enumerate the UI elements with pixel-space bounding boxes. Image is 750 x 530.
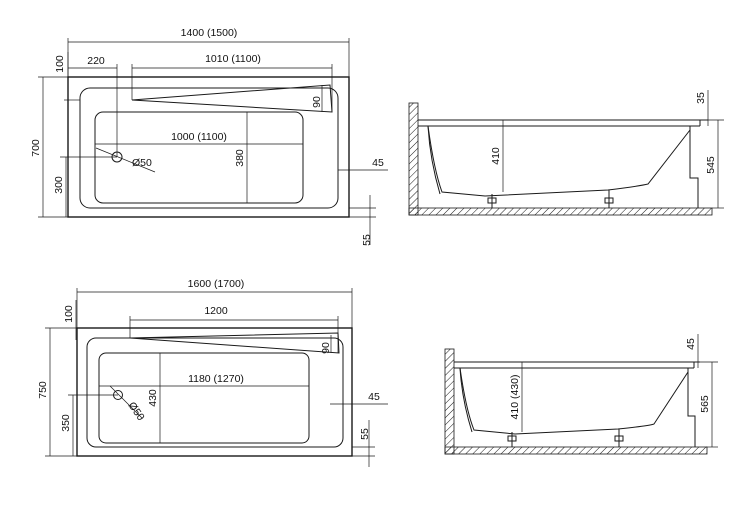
top-rim-offset-label: 100 bbox=[54, 55, 66, 73]
bottom-shelf-length-label: 1200 bbox=[204, 305, 228, 317]
top-section-foot-right bbox=[604, 190, 614, 208]
bottom-apron-label: 45 bbox=[368, 391, 380, 403]
bottom-plan-basin bbox=[98, 352, 310, 444]
top-basin-width-label: 380 bbox=[234, 149, 246, 167]
top-shelf-length-label: 1010 (1100) bbox=[205, 53, 261, 65]
top-drain-height-label: 300 bbox=[53, 176, 65, 194]
bottom-section-wall bbox=[444, 348, 455, 455]
top-section-wall bbox=[408, 102, 419, 216]
top-plan-basin bbox=[94, 111, 304, 204]
bottom-plan-drain-leader bbox=[109, 385, 143, 419]
top-plan-shelf bbox=[131, 84, 333, 113]
bottom-section-total-height-label: 565 bbox=[699, 395, 711, 413]
bottom-basin-length-label: 1180 (1270) bbox=[188, 373, 244, 385]
top-section-view: 410 35 545 bbox=[408, 90, 724, 216]
top-foot-label: 55 bbox=[361, 234, 373, 246]
top-section-depth-label: 410 bbox=[490, 147, 502, 165]
top-plan-view: 1400 (1500) 220 1010 (1100) 100 90 700 3… bbox=[30, 27, 388, 246]
bottom-plan-inner-rim bbox=[86, 337, 344, 448]
top-drain-offset-label: 220 bbox=[87, 55, 105, 67]
bottom-rim-offset-label: 100 bbox=[63, 305, 75, 323]
bottom-plan-view: 1600 (1700) 1200 100 90 750 350 1180 (12… bbox=[37, 278, 388, 467]
top-section-foot-left bbox=[487, 194, 497, 208]
bottom-section-view: 410 (430) 45 565 bbox=[444, 334, 718, 455]
bottom-basin-width-label: 430 bbox=[147, 389, 159, 407]
bottom-overall-length-label: 1600 (1700) bbox=[188, 278, 245, 290]
top-plan-drain-leader bbox=[95, 147, 156, 173]
bottom-plan-outer-rim bbox=[76, 327, 353, 457]
bottom-width-label: 750 bbox=[37, 381, 49, 399]
bottom-section-rim-height-label: 45 bbox=[685, 338, 697, 350]
bottom-section-depth-label: 410 (430) bbox=[509, 375, 521, 420]
top-basin-length-label: 1000 (1100) bbox=[171, 131, 227, 143]
bottom-foot-label: 55 bbox=[359, 428, 371, 440]
bottom-section-foot-left bbox=[507, 432, 517, 447]
top-plan-outer-rim bbox=[67, 76, 350, 218]
bottom-plan-shelf bbox=[129, 332, 340, 354]
bottom-drain-diameter-label: Ø50 bbox=[126, 400, 147, 423]
bottom-section-foot-right bbox=[614, 429, 624, 447]
top-section-total-height-label: 545 bbox=[705, 156, 717, 174]
top-section-floor bbox=[408, 207, 713, 216]
top-overall-length-label: 1400 (1500) bbox=[181, 27, 238, 39]
top-apron-label: 45 bbox=[372, 157, 384, 169]
top-width-label: 700 bbox=[30, 139, 42, 157]
bottom-section-floor bbox=[444, 446, 708, 455]
top-section-rim-height-label: 35 bbox=[695, 92, 707, 104]
top-drain-diameter-label: Ø50 bbox=[132, 157, 152, 169]
bottom-drain-height-label: 350 bbox=[60, 414, 72, 432]
top-plan-inner-rim bbox=[79, 87, 339, 209]
bottom-shelf-depth-label: 90 bbox=[320, 342, 332, 354]
top-shelf-depth-label: 90 bbox=[311, 96, 323, 108]
